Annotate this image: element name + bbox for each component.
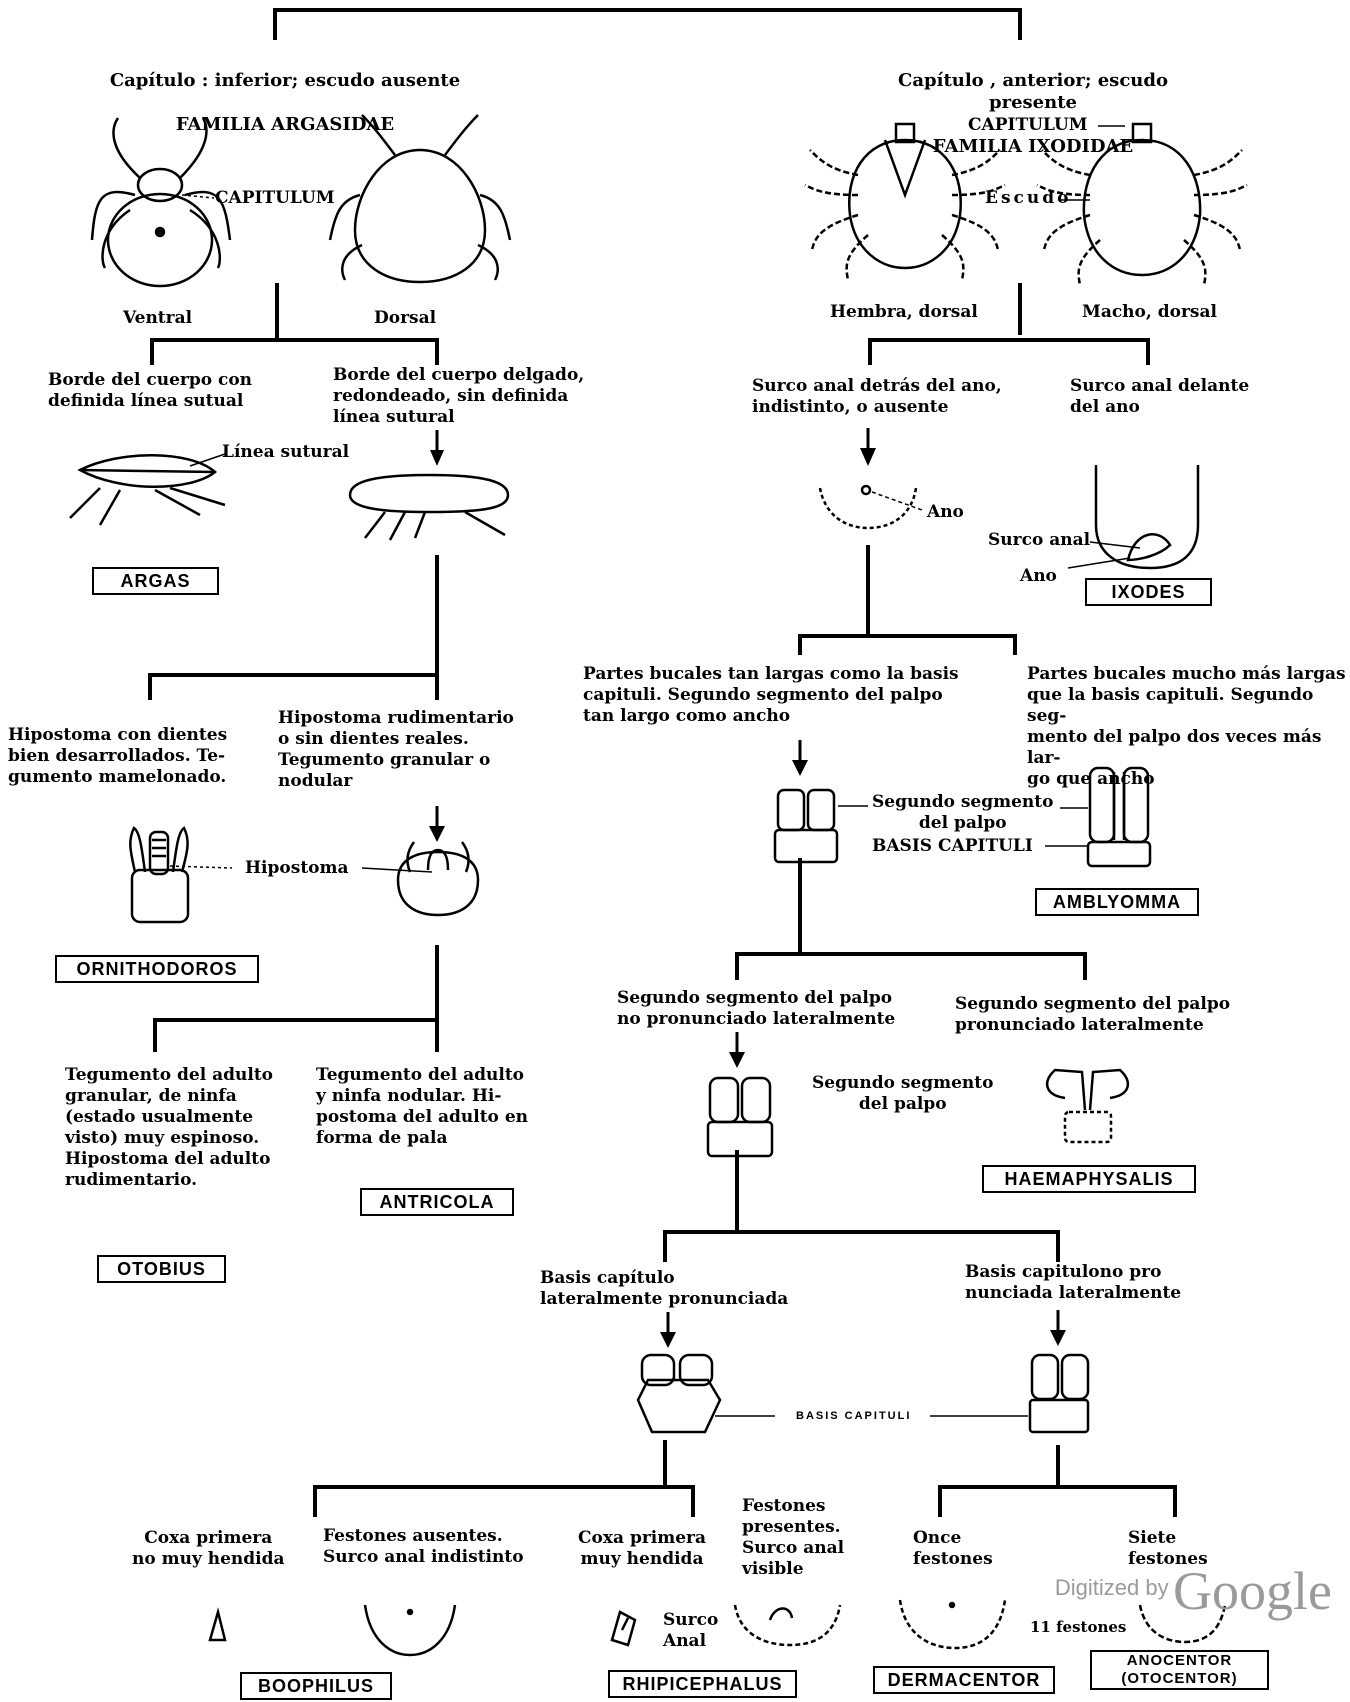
thin-body-edge-illustration — [348, 473, 510, 541]
short-mouthparts-illustration — [773, 788, 839, 864]
palp-pronounced-illustration — [1045, 1068, 1130, 1144]
basis-pronounced-illustration — [636, 1353, 722, 1434]
arrow-basis-right — [1050, 1330, 1066, 1346]
basis-capituli-label-b: BASIS CAPITULI — [796, 1410, 912, 1422]
siete-festones-text: Siete festones — [1128, 1528, 1208, 1569]
macho-label: Macho, dorsal — [1082, 302, 1217, 322]
festones-presentes-text: Festones presentes. Surco anal visible — [742, 1496, 845, 1579]
argasidae-chain-1 — [148, 555, 439, 700]
ixodidae-header: Capítulo , anterior; escudo presente FAM… — [858, 48, 1208, 158]
genus-otobius: OTOBIUS — [97, 1255, 226, 1283]
basis-no-pronunciada-text: Basis capitulono pro nunciada lateralmen… — [965, 1262, 1182, 1303]
ixodidae-male-illustration — [1036, 122, 1248, 286]
escudo-label: Escudo — [985, 188, 1072, 208]
coxa-split-illustration — [610, 1610, 637, 1647]
festones-ausentes-text: Festones ausentes. Surco anal indistinto — [323, 1526, 524, 1567]
genus-boophilus: BOOPHILUS — [240, 1672, 392, 1700]
antricola-mouthparts-illustration — [396, 841, 480, 917]
anal-groove-front-illustration — [1094, 465, 1200, 570]
hipostoma-rudimentario-text: Hipostoma rudimentario o sin dientes rea… — [278, 708, 514, 791]
coxa-no-hendida-text: Coxa primera no muy hendida — [132, 1528, 285, 1569]
arrow-hipostoma — [429, 826, 445, 842]
arrow-partes — [792, 760, 808, 776]
argasidae-name: FAMILIA ARGASIDAE — [175, 114, 395, 135]
long-mouthparts-illustration — [1086, 766, 1152, 868]
dorsal-label: Dorsal — [374, 308, 437, 328]
ixodidae-criterion: Capítulo , anterior; escudo presente — [898, 70, 1168, 113]
dermacentor-anocentor-split — [938, 1445, 1177, 1517]
ixodidae-name: FAMILIA IXODIDAE — [932, 136, 1134, 157]
segundo-segmento-label-a: Segundo segmento del palpo — [872, 792, 1054, 833]
surco-anal-label-b: Surco Anal — [663, 1610, 719, 1651]
ixodidae-chain-2 — [735, 858, 1087, 980]
boophilus-rhipicephalus-split — [313, 1440, 695, 1517]
tegumento-nodular-text: Tegumento del adulto y ninfa nodular. Hi… — [316, 1065, 528, 1148]
ixodidae-chain-1 — [798, 545, 1017, 655]
ornithodoros-mouthparts-illustration — [129, 826, 190, 924]
ano-label-2: Ano — [1020, 566, 1057, 586]
surco-anal-label: Surco anal — [988, 530, 1091, 550]
borde-definida-text: Borde del cuerpo con definida línea sutu… — [48, 370, 253, 411]
genus-antricola: ANTRICOLA — [360, 1188, 514, 1216]
ixodidae-chain-3 — [663, 1150, 1060, 1262]
argasidae-chain-2 — [153, 945, 439, 1052]
genus-ixodes: IXODES — [1085, 578, 1212, 606]
partes-tan-largas-text: Partes bucales tan largas como la basis … — [583, 664, 959, 726]
segundo-segmento-label-b: Segundo segmento del palpo — [812, 1073, 994, 1114]
hembra-label: Hembra, dorsal — [830, 302, 978, 322]
ano-label-1: Ano — [927, 502, 964, 522]
coxa-hendida-text: Coxa primera muy hendida — [578, 1528, 707, 1569]
ventral-label: Ventral — [123, 308, 193, 328]
hipostoma-label: Hipostoma — [245, 858, 349, 878]
basis-lat-pronunciada-text: Basis capítulo lateralmente pronunciada — [540, 1268, 789, 1309]
palp-not-pronounced-illustration — [706, 1076, 774, 1158]
genus-amblyomma: AMBLYOMMA — [1035, 888, 1199, 916]
genus-anocentor: ANOCENTOR (OTOCENTOR) — [1090, 1650, 1269, 1690]
capitulum-label-right: CAPITULUM — [968, 115, 1088, 135]
genus-rhipicephalus: RHIPICEPHALUS — [608, 1670, 797, 1698]
tegumento-granular-text: Tegumento del adulto granular, de ninfa … — [65, 1065, 274, 1190]
anal-groove-behind-illustration — [818, 484, 918, 530]
ixodidae-female-illustration — [804, 122, 1006, 281]
eleven-festoons-illustration — [898, 1599, 1007, 1650]
basis-capituli-label-a: BASIS CAPITULI — [872, 836, 1033, 856]
watermark-prefix: Digitized by — [1054, 1575, 1169, 1600]
argas-body-edge-illustration — [69, 454, 226, 526]
digitized-by-google-watermark: Digitized by Google — [1055, 1560, 1332, 1622]
segundo-no-pronunciado-text: Segundo segmento del palpo no pronunciad… — [617, 988, 896, 1029]
ixodidae-split — [868, 283, 1150, 365]
festoons-groove-illustration — [733, 1604, 842, 1647]
argasidae-ventral-illustration — [90, 117, 232, 288]
arrow-segundo — [729, 1052, 745, 1068]
genus-argas: ARGAS — [92, 567, 219, 595]
festones-11-label: 11 festones — [1030, 1618, 1127, 1636]
argasidae-header: Capítulo : inferior; escudo ausente FAMI… — [95, 48, 475, 136]
argasidae-split — [150, 283, 439, 365]
surco-detras-text: Surco anal detrás del ano, indistinto, o… — [752, 376, 1002, 417]
basis-not-pronounced-illustration — [1028, 1353, 1090, 1434]
arrow-borde — [430, 450, 444, 466]
hipostoma-dientes-text: Hipostoma con dientes bien desarrollados… — [8, 725, 228, 787]
root-bracket — [273, 8, 1022, 40]
arrow-basis-left — [660, 1332, 676, 1348]
once-festones-text: Once festones — [913, 1528, 993, 1569]
segundo-pronunciado-text: Segundo segmento del palpo pronunciado l… — [955, 994, 1231, 1035]
surco-delante-text: Surco anal delante del ano — [1070, 376, 1250, 417]
argasidae-dorsal-illustration — [328, 114, 512, 284]
genus-haemaphysalis: HAEMAPHYSALIS — [982, 1165, 1196, 1193]
anal-groove-indistinct-illustration — [363, 1604, 457, 1657]
argasidae-criterion: Capítulo : inferior; escudo ausente — [109, 70, 461, 91]
arrow-surco — [860, 448, 876, 466]
genus-dermacentor: DERMACENTOR — [873, 1666, 1055, 1694]
borde-delgado-text: Borde del cuerpo delgado, redondeado, si… — [333, 365, 585, 427]
seven-festoons-illustration — [1138, 1604, 1227, 1644]
linea-sutural-label: Línea sutural — [222, 442, 350, 462]
coxa-not-split-illustration — [208, 1607, 227, 1642]
partes-mucho-mas-text: Partes bucales mucho más largas que la b… — [1027, 664, 1346, 789]
google-logo: Google — [1173, 1561, 1332, 1621]
genus-ornithodoros: ORNITHODOROS — [55, 955, 259, 983]
capitulum-label-left: CAPITULUM — [215, 188, 335, 208]
